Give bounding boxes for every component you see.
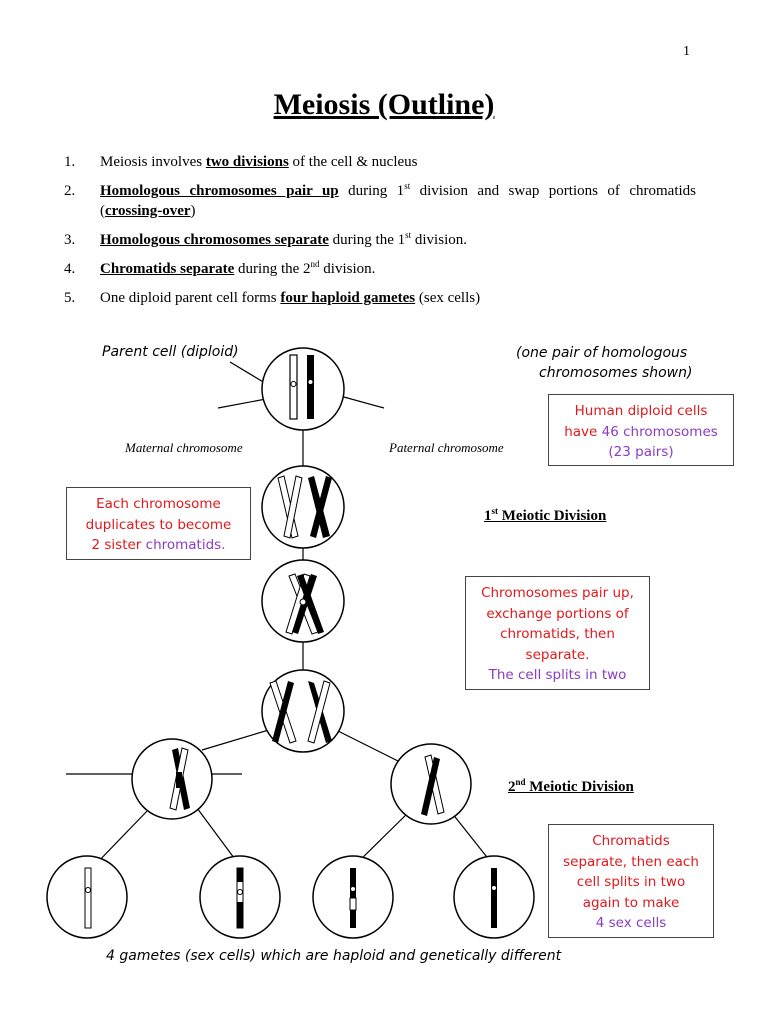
item-text: Chromatids separate during the 2nd divis… xyxy=(100,259,376,278)
note-chromatids-separate: Chromatids separate, then each cell spli… xyxy=(548,824,714,938)
outline-item-1: 1. Meiosis involves two divisions of the… xyxy=(64,152,696,172)
second-division-cell-left xyxy=(131,738,213,820)
outline-item-2: 2. Homologous chromosomes pair up during… xyxy=(64,181,696,221)
gamete-cell-1 xyxy=(46,855,128,939)
gametes-caption: 4 gametes (sex cells) which are haploid … xyxy=(106,948,562,964)
paternal-chromosome-label: Paternal chromosome xyxy=(389,440,504,455)
item-text: Homologous chromosomes separate during t… xyxy=(100,230,467,249)
item-number: 5. xyxy=(64,290,76,306)
parent-cell-label: Parent cell (diploid) xyxy=(102,344,239,360)
note-human-diploid: Human diploid cells have 46 chromosomes … xyxy=(548,394,734,466)
crossing-over-cell xyxy=(261,559,345,643)
outline-item-5: 5. One diploid parent cell forms four ha… xyxy=(64,288,696,308)
homologous-note-line2: chromosomes shown) xyxy=(539,365,693,381)
separating-cell xyxy=(261,669,345,753)
gamete-cell-4 xyxy=(453,855,535,939)
duplicated-cell xyxy=(261,465,345,549)
second-division-cell-right xyxy=(390,743,472,825)
maternal-chromosome-label: Maternal chromosome xyxy=(125,440,243,455)
second-meiotic-division-label: 2nd Meiotic Division xyxy=(508,777,634,796)
item-number: 4. xyxy=(64,261,76,277)
parent-cell xyxy=(261,347,345,431)
gamete-cell-2 xyxy=(199,855,281,939)
item-text: Meiosis involves two divisions of the ce… xyxy=(100,154,418,170)
item-number: 3. xyxy=(64,232,76,248)
first-meiotic-division-label: 1st Meiotic Division xyxy=(484,506,607,525)
outline-item-4: 4. Chromatids separate during the 2nd di… xyxy=(64,259,696,279)
outline-item-3: 3. Homologous chromosomes separate durin… xyxy=(64,230,696,250)
item-number: 1. xyxy=(64,154,76,170)
page-number: 1 xyxy=(683,44,690,59)
note-chromosome-duplicates: Each chromosome duplicates to become 2 s… xyxy=(66,487,251,560)
item-number: 2. xyxy=(64,183,76,199)
gamete-cell-3 xyxy=(312,855,394,939)
homologous-note-line1: (one pair of homologous xyxy=(516,345,688,361)
item-text: One diploid parent cell forms four haplo… xyxy=(100,290,481,306)
item-text: Homologous chromosomes pair up during 1s… xyxy=(100,181,696,220)
note-chromosomes-pair-up: Chromosomes pair up, exchange portions o… xyxy=(465,576,650,690)
outline-list: 1. Meiosis involves two divisions of the… xyxy=(64,152,696,317)
page-title: Meiosis (Outline) xyxy=(273,88,495,121)
